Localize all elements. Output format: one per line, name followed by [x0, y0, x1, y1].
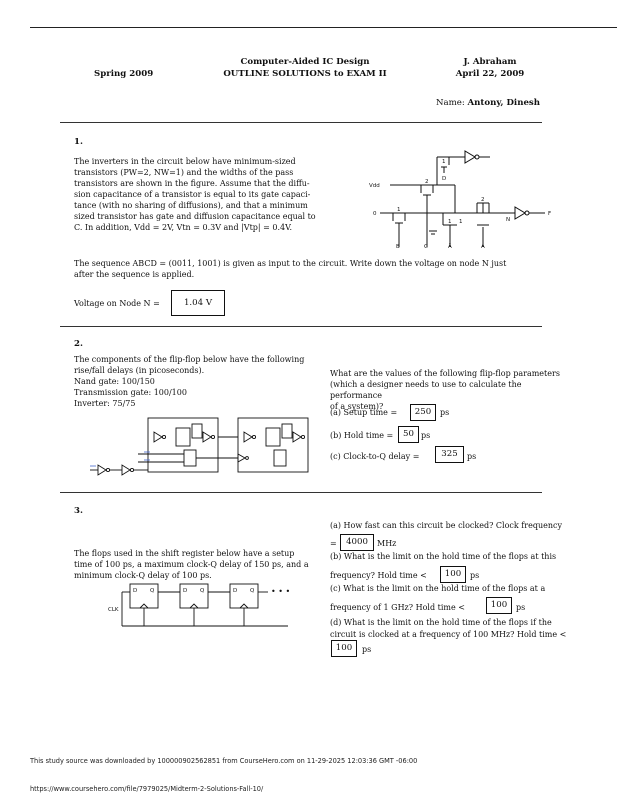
q2-flipflop-diagram — [90, 417, 309, 476]
q1-number: 1. — [74, 137, 83, 147]
footer-download-notice: This study source was downloaded by 1000… — [30, 757, 418, 765]
q2-c2q-unit: ps — [467, 452, 477, 461]
label-b: B — [396, 244, 400, 250]
q3-number: 3. — [74, 506, 83, 516]
q1-sequence-line: after the sequence is applied. — [74, 270, 195, 279]
q2-c2q-label: (c) Clock-to-Q delay = — [330, 452, 420, 461]
label-abar: Ā — [448, 243, 452, 250]
q3c-unit: ps — [516, 603, 526, 612]
q3b-answer-box: 100 — [440, 566, 466, 583]
width-2: 2 — [425, 179, 429, 185]
q2-setup-unit: ps — [440, 408, 450, 417]
label-zero: 0 — [373, 211, 377, 217]
q1-line: sion capacitance of a transistor is equa… — [74, 190, 311, 199]
instructor: J. Abraham — [463, 57, 517, 67]
q2-line: Inverter: 75/75 — [74, 399, 136, 408]
divider — [60, 122, 542, 123]
q2-question-line: (which a designer needs to use to calcul… — [330, 380, 522, 400]
divider — [60, 326, 542, 327]
q1-line: The inverters in the circuit below have … — [74, 157, 296, 166]
q2-c2q-box: 325 — [435, 446, 464, 463]
divider — [60, 492, 542, 493]
course-title: Computer-Aided IC Design — [240, 57, 370, 67]
ff3-q-label: Q — [250, 588, 255, 594]
label-f: F — [548, 211, 551, 217]
continuation-dots: • • • — [271, 587, 290, 596]
width-6: 1 — [459, 219, 463, 225]
q2-line: Nand gate: 100/150 — [74, 377, 155, 386]
q1-text: The inverters in the circuit below have … — [74, 156, 336, 233]
q2-left-text: The components of the flip-flop below ha… — [74, 354, 336, 409]
q2-question-line: What are the values of the following fli… — [330, 369, 560, 378]
q3c-line2: frequency of 1 GHz? Hold time < — [330, 603, 465, 612]
q1-circuit-diagram: Vdd 0 N F D B C Ā A 1 2 1 1 2 1 — [369, 150, 551, 250]
footer-url[interactable]: https://www.coursehero.com/file/7979025/… — [30, 785, 264, 793]
ff1-q-label: Q — [150, 588, 155, 594]
q3a-line: (a) How fast can this circuit be clocked… — [330, 521, 562, 530]
width-5: 2 — [481, 197, 485, 203]
q3b-unit: ps — [470, 571, 480, 580]
width-1: 1 — [442, 159, 446, 165]
q3-line: minimum clock-Q delay of 100 ps. — [74, 571, 212, 580]
q3d-unit: ps — [362, 645, 372, 654]
q1-line: transistors are shown in the figure. Ass… — [74, 179, 310, 188]
q3b-line1: (b) What is the limit on the hold time o… — [330, 552, 557, 561]
q2-setup-box: 250 — [410, 404, 436, 421]
top-rule — [30, 27, 617, 28]
q1-answer-box: 1.04 V — [171, 290, 225, 316]
label-vdd: Vdd — [369, 183, 380, 189]
label-n: N — [506, 217, 510, 223]
label-c: C — [424, 244, 428, 250]
q2-hold-box: 50 — [398, 426, 419, 443]
q3a-eq: = — [330, 539, 337, 548]
q2-line: rise/fall delays (in picoseconds). — [74, 366, 205, 375]
exam-subtitle: OUTLINE SOLUTIONS to EXAM II — [223, 69, 387, 79]
q1-sequence-text: The sequence ABCD = (0011, 1001) is give… — [74, 258, 554, 280]
q3d-line1: (d) What is the limit on the hold time o… — [330, 618, 552, 627]
q3-shift-register-diagram: D Q D Q D Q • • • — [121, 583, 290, 627]
q2-hold-unit: ps — [421, 431, 431, 440]
q2-question-line: of a system)? — [330, 402, 384, 411]
q2-line: The components of the flip-flop below ha… — [74, 355, 305, 364]
q1-line: tance (with no sharing of diffusions), a… — [74, 201, 308, 210]
q1-line: transistors (PW=2, NW=1) and the widths … — [74, 168, 294, 177]
q3d-line2: circuit is clocked at a frequency of 100… — [330, 630, 567, 639]
name-line: Name: Antony, Dinesh — [340, 97, 540, 109]
ff1-d-label: D — [133, 588, 137, 594]
semester: Spring 2009 — [94, 69, 154, 79]
exam-date: April 22, 2009 — [455, 69, 525, 79]
q2-hold-label: (b) Hold time = — [330, 431, 394, 440]
q3a-unit: MHz — [377, 539, 397, 548]
clk-label: CLK — [108, 607, 119, 613]
q2-right-text: What are the values of the following fli… — [330, 368, 560, 412]
q3c-answer-box: 100 — [486, 597, 512, 614]
q2-line: Transmission gate: 100/100 — [74, 388, 187, 397]
q1-answer-label: Voltage on Node N = — [74, 299, 160, 308]
name-label: Name: — [435, 98, 465, 108]
q1-sequence-line: The sequence ABCD = (0011, 1001) is give… — [74, 259, 507, 268]
label-a: A — [481, 244, 485, 250]
ff2-d-label: D — [183, 588, 187, 594]
q3c-line1: (c) What is the limit on the hold time o… — [330, 584, 546, 593]
label-d: D — [442, 176, 446, 182]
q1-line: C. In addition, Vdd = 2V, Vtn = 0.3V and… — [74, 223, 293, 232]
q3-line: The flops used in the shift register bel… — [74, 549, 295, 558]
q3-left-text: The flops used in the shift register bel… — [74, 548, 332, 581]
q1-line: sized transistor has gate and diffusion … — [74, 212, 316, 221]
student-name: Antony, Dinesh — [467, 98, 540, 108]
q3d-answer-box: 100 — [331, 640, 357, 657]
width-3: 1 — [397, 207, 401, 213]
ff3-d-label: D — [233, 588, 237, 594]
q2-setup-label: (a) Setup time = — [330, 408, 398, 417]
q2-number: 2. — [74, 339, 83, 349]
width-4: 1 — [448, 219, 452, 225]
ff2-q-label: Q — [200, 588, 205, 594]
q3a-answer-box: 4000 — [340, 534, 374, 551]
q3b-line2: frequency? Hold time < — [330, 571, 427, 580]
q3-line: time of 100 ps, a maximum clock-Q delay … — [74, 560, 309, 569]
